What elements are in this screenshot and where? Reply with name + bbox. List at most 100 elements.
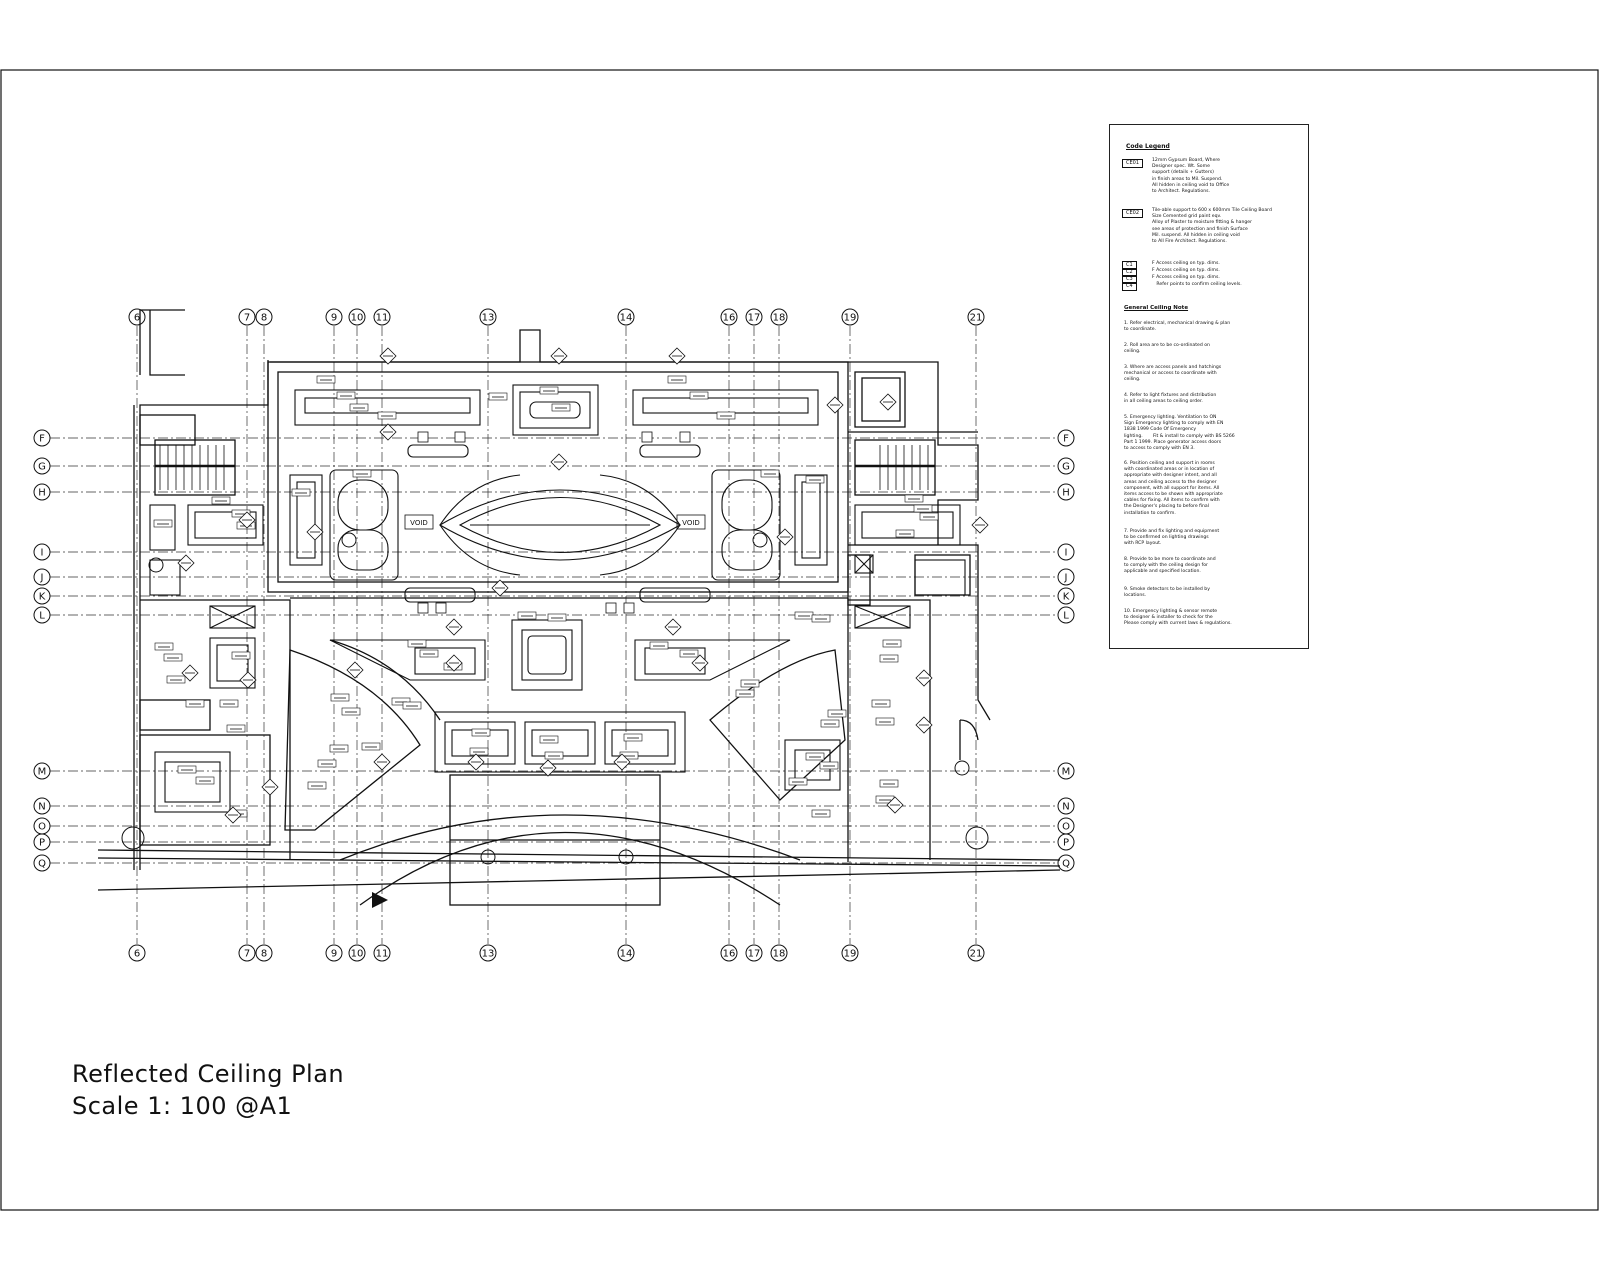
grid-label-col-10-bottom: 10 <box>351 949 364 960</box>
grid-label-row-M-left: M <box>38 767 47 778</box>
downlight-fixture <box>605 602 617 614</box>
ceiling-tag <box>330 693 350 702</box>
grid-label-row-N-right: N <box>1062 802 1069 813</box>
ceiling-tag <box>913 504 933 513</box>
ceiling-tag <box>740 679 760 688</box>
grid-bubble-row-F-right <box>1057 429 1075 447</box>
ceiling-tag <box>177 765 197 774</box>
grid-label-col-7-bottom: 7 <box>244 949 250 960</box>
legend-code-ce01: CE01 <box>1122 159 1144 168</box>
grid-bubble-row-K-right <box>1057 587 1075 605</box>
grid-bubble-col-10-bottom <box>348 944 366 962</box>
grid-label-col-17-bottom: 17 <box>748 949 761 960</box>
grid-bubble-col-7-bottom <box>238 944 256 962</box>
ceiling-tag <box>811 614 831 623</box>
ceiling-tag <box>879 654 899 663</box>
grid-bubbles: 6677889910101111131314141616171718181919… <box>33 308 1075 962</box>
grid-bubble-row-F-left <box>33 429 51 447</box>
ceiling-tag <box>871 699 891 708</box>
ceiling-tag <box>679 649 699 658</box>
ceiling-tag <box>329 744 349 753</box>
grid-bubble-col-9-bottom <box>325 944 343 962</box>
grid-bubble-col-8-top <box>255 308 273 326</box>
column-circle <box>341 532 357 548</box>
legend-heading: Code Legend <box>1126 143 1170 150</box>
ceiling-legend-panel: Code Legend CE01 12mm Gypsum Board, Wher… <box>1109 124 1309 649</box>
grid-label-row-J-right: J <box>1064 573 1068 584</box>
ceiling-tag <box>547 613 567 622</box>
grid-label-col-19-top: 19 <box>844 313 857 324</box>
ceiling-tag <box>805 475 825 484</box>
grid-label-col-16-bottom: 16 <box>723 949 736 960</box>
legend-general-heading: General Ceiling Note <box>1124 305 1189 311</box>
legend-general-note-6: 6. Position ceiling and support in rooms… <box>1124 461 1223 516</box>
legend-code-note-2: Tile-able support to 600 x 600mm Tile Ce… <box>1152 208 1272 245</box>
grid-label-col-19-bottom: 19 <box>844 949 857 960</box>
grid-bubble-row-K-left <box>33 587 51 605</box>
grid-bubble-col-19-bottom <box>841 944 859 962</box>
ceiling-tag <box>805 752 825 761</box>
legend-general-note-10: 10. Emergency lighting & sensor remote t… <box>1124 609 1232 627</box>
grid-label-col-17-top: 17 <box>748 313 761 324</box>
grid-bubble-col-21-bottom <box>967 944 985 962</box>
grid-label-row-P-left: P <box>39 838 45 849</box>
column-circle <box>480 849 496 865</box>
grid-label-row-F-left: F <box>39 434 45 445</box>
ceiling-tag <box>195 776 215 785</box>
ceiling-tag <box>361 742 381 751</box>
grid-label-row-Q-left: Q <box>38 859 46 870</box>
ceiling-tag <box>649 641 669 650</box>
grid-label-row-J-left: J <box>40 573 44 584</box>
drawing-scale: Scale 1: 100 @A1 <box>72 1092 293 1120</box>
grid-bubble-col-21-top <box>967 308 985 326</box>
legend-symbol-note-1: F Access ceiling on typ. dims. <box>1152 261 1220 266</box>
grid-label-row-K-right: K <box>1063 592 1070 603</box>
ceiling-tag <box>219 699 239 708</box>
downlight-fixture <box>417 602 429 614</box>
ceiling-tag <box>788 777 808 786</box>
ceiling-tag <box>919 512 939 521</box>
downlight-fixture <box>641 431 653 443</box>
grid-bubble-row-N-left <box>33 797 51 815</box>
grid-bubble-row-P-right <box>1057 833 1075 851</box>
entrance-arrow <box>372 892 388 908</box>
grid-label-row-H-left: H <box>38 488 46 499</box>
grid-label-col-14-bottom: 14 <box>620 949 633 960</box>
grid-label-row-L-left: L <box>39 611 45 622</box>
ceiling-tag <box>819 761 839 770</box>
legend-symbol-note-3: F Access ceiling on typ. dims. <box>1152 275 1220 280</box>
grid-bubble-col-14-bottom <box>617 944 635 962</box>
grid-label-row-L-right: L <box>1063 611 1069 622</box>
grid-label-col-16-top: 16 <box>723 313 736 324</box>
grid-bubble-col-11-bottom <box>373 944 391 962</box>
grid-label-col-10-top: 10 <box>351 313 364 324</box>
grid-label-col-6-top: 6 <box>134 313 140 324</box>
ceiling-tag <box>377 411 397 420</box>
grid-bubble-col-14-top <box>617 308 635 326</box>
column-circle <box>965 826 989 850</box>
grid-bubble-col-16-top <box>720 308 738 326</box>
grid-bubble-row-L-right <box>1057 606 1075 624</box>
grid-label-col-13-top: 13 <box>482 313 495 324</box>
legend-general-note-3: 3. Where are access panels and hatchings… <box>1124 365 1222 383</box>
legend-code-note-1: 12mm Gypsum Board, Where Designer spec. … <box>1152 158 1230 195</box>
ceiling-tag <box>402 701 422 710</box>
ceiling-tag <box>820 719 840 728</box>
ceiling-tag <box>211 496 231 505</box>
ceiling-tag <box>391 697 411 706</box>
grid-bubble-col-16-bottom <box>720 944 738 962</box>
grid-label-row-G-right: G <box>1062 462 1070 473</box>
grid-label-row-I-left: I <box>41 548 44 559</box>
grid-bubble-row-P-left <box>33 833 51 851</box>
ceiling-coffers <box>149 384 966 813</box>
ceiling-tag <box>895 529 915 538</box>
ceiling-tag <box>316 375 336 384</box>
ceiling-tag <box>716 411 736 420</box>
ceiling-tag <box>794 611 814 620</box>
grid-bubble-row-N-right <box>1057 797 1075 815</box>
grid-label-row-Q-right: Q <box>1062 859 1070 870</box>
grid-label-col-13-bottom: 13 <box>482 949 495 960</box>
ceiling-tag <box>811 809 831 818</box>
downlight-fixture <box>623 602 635 614</box>
light-fixtures <box>121 431 989 865</box>
